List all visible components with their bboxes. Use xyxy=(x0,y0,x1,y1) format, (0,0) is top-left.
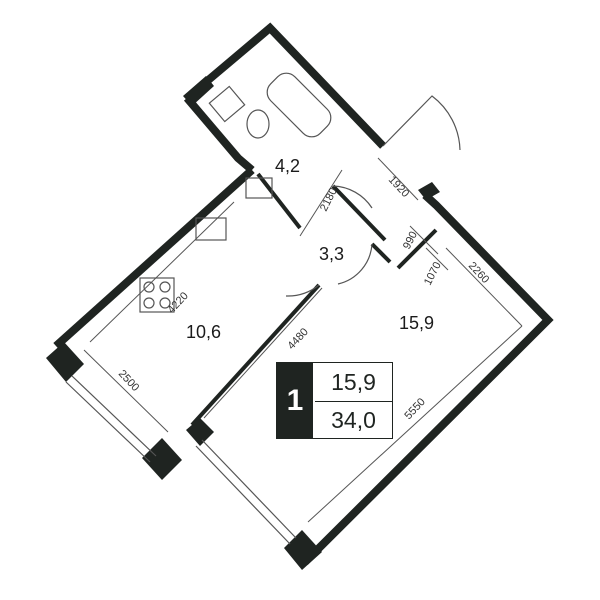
room-area-bathroom: 4,2 xyxy=(275,156,300,176)
doors xyxy=(285,95,461,297)
wall-block-topleft xyxy=(183,76,214,106)
wall-interior-hall2 xyxy=(396,228,438,270)
dim-line-990 xyxy=(409,225,439,255)
door-entry[interactable] xyxy=(382,95,461,151)
stove xyxy=(139,277,175,313)
door-kitchen[interactable] xyxy=(285,284,320,297)
dim-line-1920 xyxy=(377,157,419,201)
dimension-label: 4480 xyxy=(285,326,310,352)
wall-right xyxy=(302,192,554,565)
dimension-label: 4220 xyxy=(165,290,190,316)
area-summary-box: 1 15,9 34,0 xyxy=(276,362,393,439)
wall-interior-kitchen xyxy=(190,283,321,427)
room-area-hallway: 3,3 xyxy=(319,244,344,264)
dimension-label: 2180 xyxy=(318,186,340,213)
dim-line-2260 xyxy=(445,247,523,327)
wall-interior-bath xyxy=(256,172,302,230)
toilet xyxy=(246,109,270,139)
bath-sink xyxy=(245,177,273,199)
burner-2 xyxy=(159,281,171,293)
dimension-label: 1920 xyxy=(386,174,411,200)
wall-block-middle xyxy=(142,438,182,480)
wall-bathroom-left xyxy=(183,95,255,174)
dim-line-4220 xyxy=(89,201,235,343)
dimension-label: 5550 xyxy=(402,396,427,422)
wall-interior-hall xyxy=(370,242,392,264)
wall-bathroom-outer xyxy=(184,22,386,149)
wall-kitchen-top xyxy=(53,167,255,349)
window-living-1 xyxy=(195,445,291,545)
room-area-living: 15,9 xyxy=(399,313,434,333)
dimension-lines xyxy=(83,157,523,523)
room-count: 1 xyxy=(277,363,313,438)
wall-blocks xyxy=(46,76,440,570)
wall-block-kitchen xyxy=(46,342,84,382)
dim-line-2500 xyxy=(83,349,169,433)
dim-line-2180 xyxy=(299,169,343,237)
door-living[interactable] xyxy=(337,243,373,285)
dim-line-1070 xyxy=(425,247,449,271)
walls xyxy=(53,22,554,565)
dimension-label: 2500 xyxy=(116,368,141,394)
washer xyxy=(208,85,246,123)
total-area-value: 34,0 xyxy=(331,406,376,433)
burner-1 xyxy=(143,281,155,293)
dim-line-5550 xyxy=(307,325,523,523)
living-area-value: 15,9 xyxy=(315,363,392,402)
wall-block-bottom xyxy=(284,530,322,570)
wall-block-window xyxy=(186,418,214,446)
bathtub xyxy=(266,72,332,138)
dimension-label: 1070 xyxy=(422,260,444,287)
door-bathroom[interactable] xyxy=(332,185,373,209)
wall-interior-top xyxy=(331,184,387,242)
window-kitchen-2 xyxy=(71,375,157,457)
burner-4 xyxy=(159,297,171,309)
burner-3 xyxy=(143,297,155,309)
windows xyxy=(65,375,297,545)
dim-line-4480 xyxy=(203,287,323,419)
room-area-kitchen: 10,6 xyxy=(186,322,221,342)
wall-block-door xyxy=(418,182,440,200)
fixtures xyxy=(139,72,332,313)
window-kitchen-1 xyxy=(65,381,151,463)
kitchen-sink xyxy=(195,217,227,241)
window-living-2 xyxy=(201,439,297,539)
